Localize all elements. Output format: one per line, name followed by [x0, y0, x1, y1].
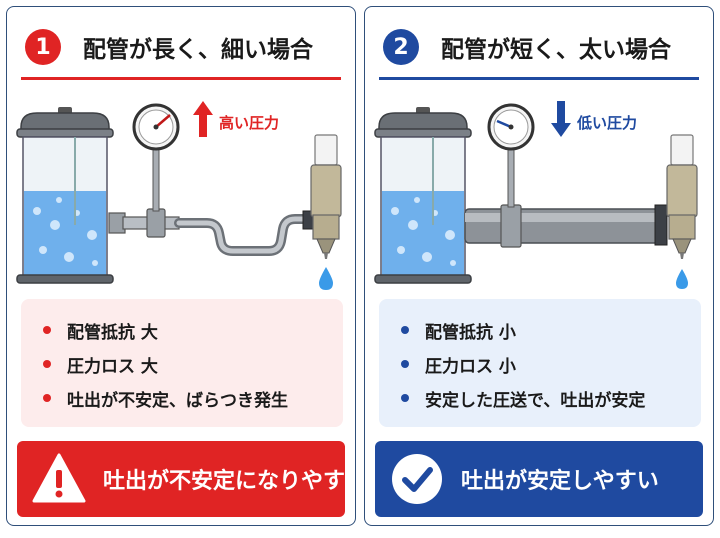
- dispense-valve-icon: [654, 134, 698, 259]
- pressure-label: 低い圧力: [576, 114, 637, 132]
- effect-item: 圧力ロス 小: [401, 347, 701, 381]
- effect-item: 配管抵抗 大: [43, 313, 343, 347]
- header-divider: [379, 77, 699, 80]
- effect-text: 配管抵抗 大: [67, 322, 158, 343]
- verdict-text: 吐出が安定しやすい: [461, 469, 659, 494]
- effect-item: 配管抵抗 小: [401, 313, 701, 347]
- effect-text: 配管抵抗 小: [425, 322, 516, 343]
- panel-header: 1 配管が長く、細い場合: [7, 7, 355, 83]
- number-badge: 2: [383, 29, 419, 65]
- comparison-panel-long-thin: 1 配管が長く、細い場合: [6, 6, 356, 526]
- pressure-down-arrow-icon: [551, 101, 571, 137]
- effect-text: 安定した圧送で、吐出が安定: [425, 390, 646, 411]
- pressure-up-arrow-icon: [193, 101, 213, 137]
- effect-text: 圧力ロス 小: [425, 356, 516, 377]
- bullet-icon: [401, 394, 409, 402]
- illustration-long-thin-pipe: 高い圧力: [16, 101, 342, 290]
- effect-item: 安定した圧送で、吐出が安定: [401, 381, 701, 415]
- bullet-icon: [43, 326, 51, 334]
- verdict-text: 吐出が不安定になりやすい: [103, 469, 356, 494]
- verdict-banner: 吐出が不安定になりやすい: [17, 441, 355, 517]
- droplet-icon: [319, 267, 333, 290]
- bullet-icon: [43, 394, 51, 402]
- checkmark-icon: [392, 454, 442, 504]
- effects-list: 配管抵抗 大 圧力ロス 大 吐出が不安定、ばらつき発生: [21, 299, 343, 427]
- effect-text: 圧力ロス 大: [67, 356, 158, 377]
- panel-header: 2 配管が短く、太い場合: [365, 7, 713, 83]
- effect-item: 圧力ロス 大: [43, 347, 343, 381]
- pressure-gauge-icon: [132, 103, 180, 151]
- header-divider: [21, 77, 341, 80]
- effects-list: 配管抵抗 小 圧力ロス 小 安定した圧送で、吐出が安定: [379, 299, 701, 427]
- bullet-icon: [401, 326, 409, 334]
- comparison-panel-short-thick: 2 配管が短く、太い場合: [364, 6, 714, 526]
- verdict-banner: 吐出が安定しやすい: [375, 441, 703, 517]
- warning-icon: [32, 453, 86, 503]
- dispense-valve-icon: [302, 134, 342, 259]
- illustration-short-thick-pipe: 低い圧力: [374, 101, 698, 289]
- tank-icon: [374, 107, 472, 284]
- pressure-gauge-icon: [487, 103, 535, 151]
- panel-title: 配管が長く、細い場合: [83, 37, 313, 63]
- droplet-icon: [676, 269, 688, 289]
- tank-icon: [16, 107, 114, 284]
- effect-item: 吐出が不安定、ばらつき発生: [43, 381, 343, 415]
- panel-title: 配管が短く、太い場合: [441, 37, 671, 63]
- effect-text: 吐出が不安定、ばらつき発生: [67, 390, 288, 411]
- bullet-icon: [401, 360, 409, 368]
- pressure-label: 高い圧力: [219, 114, 279, 132]
- bullet-icon: [43, 360, 51, 368]
- number-badge: 1: [25, 29, 61, 65]
